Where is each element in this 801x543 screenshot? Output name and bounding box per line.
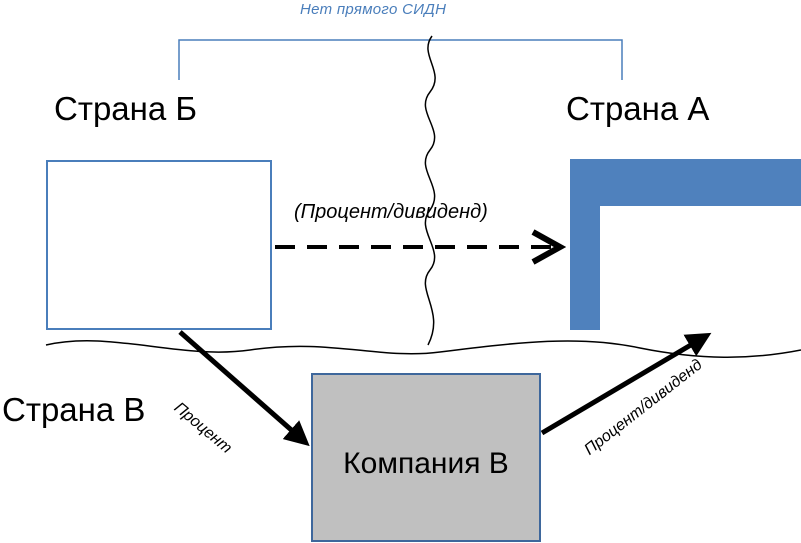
no-direct-fdi-label: Нет прямого СИДН (300, 1, 447, 18)
company-b-box (46, 160, 272, 330)
company-c-label: Компания В (343, 447, 509, 480)
arrow-c-to-a (540, 332, 712, 436)
border-line-vertical (424, 35, 436, 346)
country-b-label: Страна Б (54, 90, 198, 127)
country-c-label: Страна В (2, 391, 146, 428)
top-bracket (178, 39, 623, 80)
country-a-label: Страна А (566, 90, 710, 127)
company-a-box (570, 159, 801, 330)
flow-label-b-to-a: (Процент/дивиденд) (294, 201, 488, 223)
arrow-b-to-c (178, 330, 310, 447)
border-line-horizontal (45, 339, 801, 359)
company-c-box: Компания В (311, 373, 541, 542)
